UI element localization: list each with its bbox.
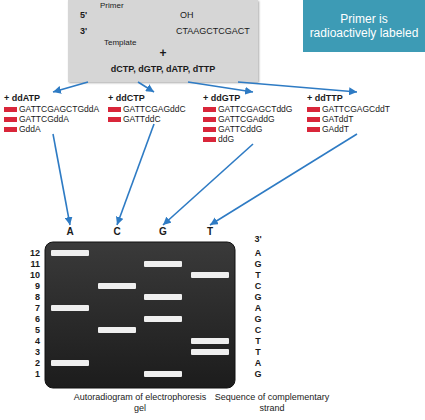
- gel-slab: [45, 242, 235, 388]
- band-number: 3: [18, 346, 40, 358]
- callout-box: Primer is radioactively labeled: [303, 0, 425, 52]
- sequence-base: C: [250, 280, 266, 292]
- template-sequence: CTAAGCTCGACT: [176, 26, 250, 37]
- reaction-mix: + ddCTPGATTCGAGddCGATTddC: [108, 92, 200, 124]
- fragment-sequence: GATddT: [307, 114, 407, 124]
- reaction-mix: + ddTTPGATTCGAGCddTGATddTGAddT: [307, 92, 407, 134]
- band-number: 11: [18, 258, 40, 270]
- fragment-sequence: GATTCGAGCddT: [307, 104, 407, 114]
- flow-arrow: [138, 82, 154, 92]
- reaction-mix: + ddATPGATTCGAGCTGddAGATTCGddAGddA: [4, 92, 102, 134]
- band-number: 6: [18, 313, 40, 325]
- reaction-heading: + ddTTP: [307, 92, 407, 104]
- fragment-sequence: GATTCGAddG: [203, 114, 303, 124]
- lane-letter: T: [202, 225, 218, 238]
- flow-arrow: [163, 144, 253, 225]
- band-number: 8: [18, 291, 40, 303]
- lane-letter: G: [155, 225, 171, 238]
- lane-letter: C: [109, 225, 125, 238]
- lane-label: G: [155, 225, 171, 238]
- end-label: 5': [80, 10, 87, 21]
- end-label: 3': [80, 26, 87, 37]
- reagent-box: Primer 5' OH 3' Template CTAAGCTCGACT + dCTP, d…: [68, 0, 258, 82]
- band-number: 10: [18, 269, 40, 281]
- lane-letter: A: [62, 225, 78, 238]
- fragment-sequence: GATTCGAGCTGddA: [4, 104, 102, 114]
- band-number: 7: [18, 302, 40, 314]
- flow-arrow: [188, 82, 253, 92]
- reaction-mix: + ddGTPGATTCGAGCTddGGATTCGAddGGATTCddGdd…: [203, 92, 303, 144]
- fragment-sequence: GATTddC: [108, 114, 200, 124]
- fragment-sequence: GATTCGddA: [4, 114, 102, 124]
- strand-end: 3': [250, 233, 266, 245]
- flow-arrow: [117, 124, 154, 225]
- fragment-sequence: GATTCddG: [203, 124, 303, 134]
- template-label: Template: [104, 38, 136, 48]
- sequence-base: G: [250, 368, 266, 380]
- flow-arrow: [238, 82, 357, 92]
- gel-bands: [51, 250, 229, 377]
- sequence-base: G: [250, 291, 266, 303]
- primer-label: Primer: [100, 1, 124, 11]
- fragment-sequence: GATTCGAGddC: [108, 104, 200, 114]
- sequence-caption: Sequence of complementary strand: [212, 392, 332, 414]
- lane-label: T: [202, 225, 218, 238]
- gel-caption: Autoradiogram of electrophoresis gel: [70, 392, 210, 414]
- lane-label: A: [62, 225, 78, 238]
- sequence-base: G: [250, 313, 266, 325]
- band-number: 12: [18, 247, 40, 259]
- sequence-base: A: [250, 302, 266, 314]
- sequence-base: A: [250, 247, 266, 259]
- band-number: 4: [18, 335, 40, 347]
- flow-arrow: [53, 134, 70, 225]
- sequence-base: T: [250, 335, 266, 347]
- fragment-sequence: GddA: [4, 124, 102, 134]
- flow-arrow: [210, 134, 357, 225]
- band-number: 5: [18, 324, 40, 336]
- sequence-base: T: [250, 346, 266, 358]
- nucleotide-list: dCTP, dGTP, dATP, dTTP: [68, 64, 258, 75]
- reaction-heading: + ddGTP: [203, 92, 303, 104]
- flow-arrow: [53, 82, 88, 92]
- band-number: 2: [18, 357, 40, 369]
- band-number: 1: [18, 368, 40, 380]
- sequence-base: A: [250, 357, 266, 369]
- sequence-base: C: [250, 324, 266, 336]
- sequence-base: G: [250, 258, 266, 270]
- reaction-heading: + ddATP: [4, 92, 102, 104]
- fragment-sequence: GATTCGAGCTddG: [203, 104, 303, 114]
- fragment-sequence: ddG: [203, 134, 303, 144]
- end-label: OH: [180, 10, 194, 21]
- callout-text: Primer is radioactively labeled: [303, 12, 425, 40]
- reaction-heading: + ddCTP: [108, 92, 200, 104]
- lane-label: C: [109, 225, 125, 238]
- fragment-sequence: GAddT: [307, 124, 407, 134]
- band-number: 9: [18, 280, 40, 292]
- plus-sign: +: [68, 46, 258, 60]
- sequence-base: T: [250, 269, 266, 281]
